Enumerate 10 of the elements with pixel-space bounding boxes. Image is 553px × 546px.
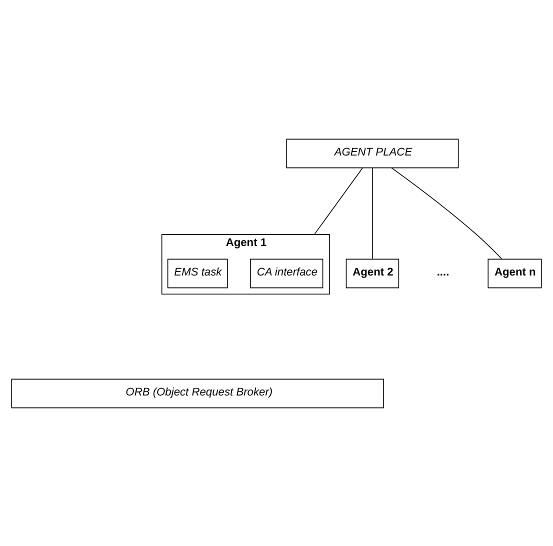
- node-box: Agent 2: [346, 258, 400, 288]
- node-box: EMS task: [167, 258, 228, 288]
- connector: [372, 166, 373, 259]
- node-box: CA interface: [250, 258, 324, 288]
- connector: [391, 166, 502, 259]
- node-box: AGENT PLACE: [286, 138, 459, 168]
- label: ....: [436, 266, 450, 278]
- node-box: ORB (Object Request Broker): [11, 378, 384, 408]
- connector: [314, 166, 364, 234]
- node-box: Agent n: [488, 258, 542, 288]
